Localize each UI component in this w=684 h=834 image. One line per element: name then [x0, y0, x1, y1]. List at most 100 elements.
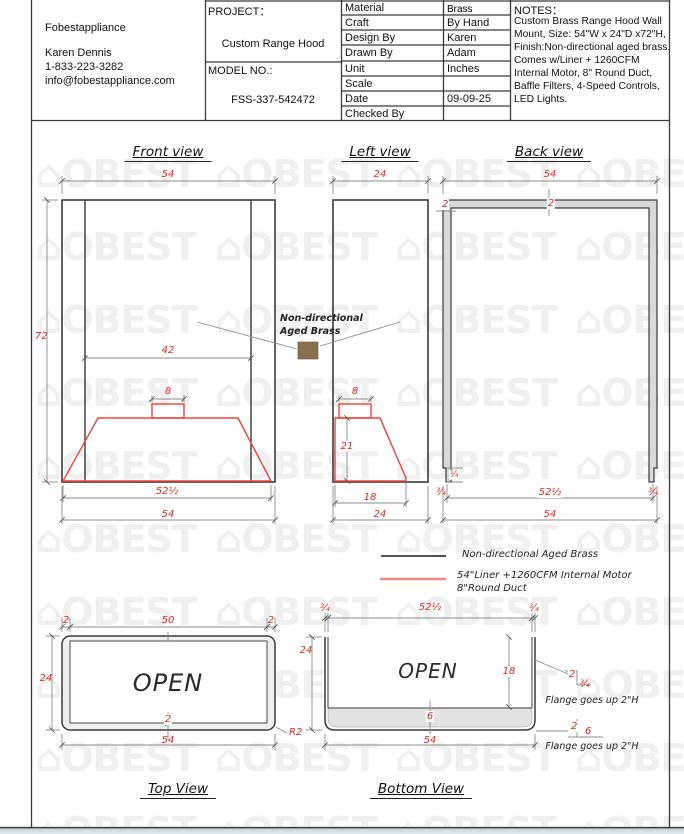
spec-label-checked-by: Checked By [345, 108, 405, 120]
obest-watermark: ⌂OBEST [35, 371, 198, 415]
flange-note-2: Flange goes up 2"H [545, 741, 639, 752]
notes-line: Custom Brass Range Hood Wall [514, 16, 662, 27]
obest-watermark: ⌂OBEST [395, 590, 558, 634]
dim-top-width: 54 [161, 735, 175, 746]
spec-value-drawn-by: Adam [447, 47, 476, 59]
dim-left-depth-top: 24 [373, 169, 387, 180]
obest-watermark: ⌂OBEST [395, 444, 558, 488]
dim-front-inner-width: 42 [161, 345, 175, 356]
notes-line: Baffle Filters, 4-Speed Controls, [514, 81, 660, 92]
dim-bottom-wall-left: ¾ [320, 603, 330, 614]
spec-label-scale: Scale [345, 78, 373, 90]
dim-flange1-thickness: ¾ [580, 679, 590, 690]
spec-value-craft: By Hand [447, 17, 490, 29]
dim-back-frame-top: 2 [546, 198, 556, 209]
left-view-title: Left view [341, 144, 419, 162]
obest-watermark: ⌂OBEST [35, 298, 198, 342]
obest-watermark: ⌂OBEST [215, 152, 378, 196]
dim-back-frame-left: 2 [441, 199, 450, 210]
dim-back-width-top: 54 [543, 169, 557, 180]
obest-watermark: ⌂OBEST [35, 444, 198, 488]
legend-label-liner: 54"Liner +1260CFM Internal Motor [457, 570, 632, 581]
dim-top-corner-radius: R2 [289, 727, 303, 738]
obest-watermark: ⌂OBEST [575, 444, 684, 488]
spec-label-material: Material [345, 2, 385, 14]
material-callout-line2: Aged Brass [280, 326, 341, 337]
dim-top-depth: 24 [39, 673, 53, 684]
spec-label-unit: Unit [345, 63, 365, 75]
dim-bottom-depth: 24 [299, 645, 313, 656]
obest-watermark: ⌂OBEST [575, 225, 684, 269]
obest-watermark: ⌂OBEST [575, 590, 684, 634]
dim-left-depth-bottom: 24 [373, 509, 387, 520]
dim-left-liner-height: 21 [339, 441, 355, 452]
dim-left-liner-depth: 18 [363, 492, 377, 503]
dim-top-wall-bottom: 2 [163, 714, 173, 725]
obest-watermark: ⌂OBEST [395, 736, 558, 780]
legend-label-brass: Non-directional Aged Brass [462, 549, 599, 560]
back-view-title: Back view [506, 144, 592, 162]
horizontal-scrollbar[interactable] [0, 828, 684, 834]
dim-flange2-height: 2 [570, 721, 579, 732]
dim-front-height: 72 [35, 331, 48, 342]
spec-value-material: Brass [447, 4, 473, 15]
dim-flange1-height: 2 [568, 669, 577, 680]
dim-front-duct: 8 [164, 386, 172, 397]
obest-watermark: ⌂OBEST [575, 152, 684, 196]
company-name: Fobestappliance [45, 22, 126, 34]
notes-line: LED Lights. [514, 94, 568, 105]
obest-watermark: ⌂OBEST [215, 225, 378, 269]
dim-bottom-liner-depth: 18 [501, 666, 517, 677]
obest-watermark: ⌂OBEST [35, 590, 198, 634]
dim-top-wall-left: 2 [62, 615, 70, 626]
dim-bottom-band: 6 [425, 711, 435, 722]
top-view-open-label: OPEN [132, 669, 204, 697]
notes-line: Internal Motor, 8" Round Duct, [514, 68, 653, 79]
dim-front-width-bottom: 54 [161, 509, 175, 520]
obest-watermark: ⌂OBEST [215, 663, 378, 707]
obest-watermark: ⌂OBEST [35, 225, 198, 269]
dim-bottom-inner-width: 52½ [418, 602, 442, 613]
front-view-title: Front view [124, 144, 212, 162]
obest-watermark: ⌂OBEST [575, 736, 684, 780]
obest-watermark: ⌂OBEST [575, 517, 684, 561]
spec-label-drawn-by: Drawn By [345, 47, 393, 59]
dim-front-width-top: 54 [161, 169, 175, 180]
contact-email: info@fobestappliance.com [45, 75, 175, 87]
spec-value-date: 09-09-25 [447, 93, 492, 105]
obest-watermark: ⌂OBEST [395, 225, 558, 269]
material-callout-line1: Non-directional [280, 313, 363, 324]
obest-watermark: ⌂OBEST [575, 298, 684, 342]
notes-line: Finish:Non-directional aged brass. [514, 42, 671, 53]
project-label: PROJECT： [208, 6, 271, 18]
notes-line: Comes w/Liner + 1260CFM [514, 55, 640, 66]
top-view-title: Top View [139, 781, 217, 799]
contact-phone: 1-833-223-3282 [45, 61, 124, 73]
dim-left-duct: 8 [351, 386, 359, 397]
notes-line: Mount, Size: 54"W x 24"D x72"H, [514, 29, 666, 40]
legend-label-duct: 8"Round Duct [457, 583, 527, 594]
spec-label-date: Date [345, 93, 369, 105]
spec-label-craft: Craft [345, 17, 369, 29]
obest-watermark: ⌂OBEST [575, 371, 684, 415]
obest-watermark: ⌂OBEST [395, 517, 558, 561]
dim-top-inner-width: 50 [161, 615, 175, 626]
obest-watermark: ⌂OBEST [215, 517, 378, 561]
dim-front-liner-width: 52½ [155, 486, 179, 497]
contact-name: Karen Dennis [45, 47, 112, 59]
bottom-view-title: Bottom View [369, 781, 473, 799]
obest-watermark: ⌂OBEST [575, 663, 684, 707]
obest-watermark: ⌂OBEST [35, 517, 198, 561]
dim-bottom-wall-right: ¾ [529, 603, 539, 614]
dim-bottom-width: 54 [423, 735, 437, 746]
obest-watermark: ⌂OBEST [395, 371, 558, 415]
notes-label: NOTES： [514, 5, 563, 17]
dim-back-leg-right: ¾ [648, 487, 658, 498]
dim-flange2-width: 6 [585, 726, 592, 737]
spec-label-design-by: Design By [345, 32, 396, 44]
dim-back-leg-step: ¼ [449, 470, 460, 480]
dim-back-inner-width: 52½ [537, 487, 563, 498]
project-value: Custom Range Hood [221, 38, 325, 50]
